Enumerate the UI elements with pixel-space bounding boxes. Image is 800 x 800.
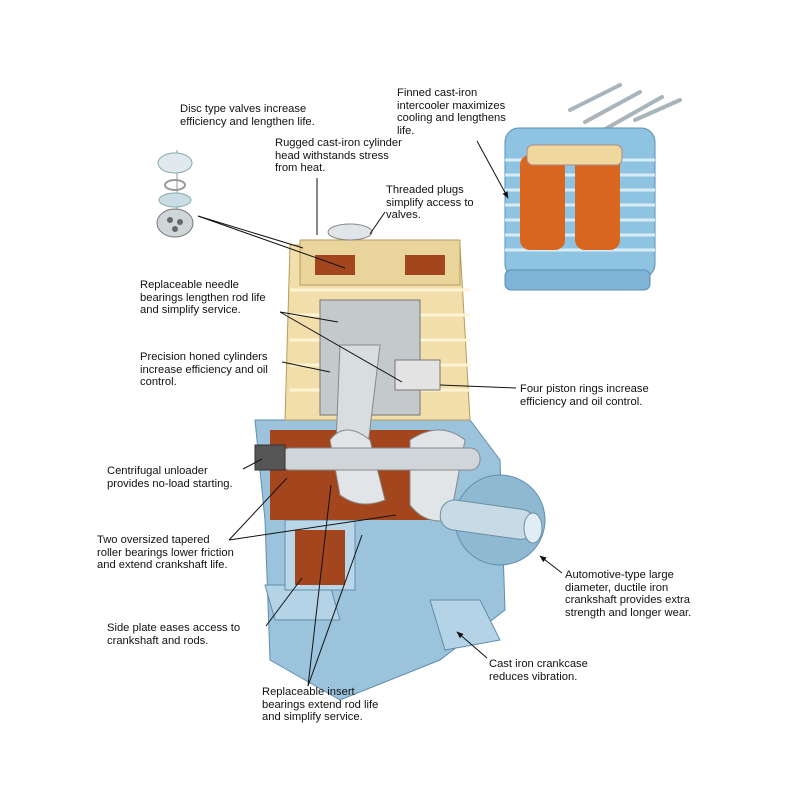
- cylinder: [284, 223, 471, 421]
- callout-threaded-plugs: Threaded plugs simplify access to valves…: [386, 184, 474, 221]
- callout-disc-valves: Disc type valves increase efficiency and…: [180, 103, 315, 128]
- crankshaft: [254, 344, 543, 544]
- callout-intercooler: Finned cast-iron intercooler maximizes c…: [397, 87, 506, 137]
- callout-piston-rings: Four piston rings increase efficiency an…: [520, 383, 649, 408]
- callout-roller-bearings: Two oversized tapered roller bearings lo…: [97, 534, 234, 571]
- leader-lines: [197, 140, 563, 687]
- callout-needle-bearings: Replaceable needle bearings lengthen rod…: [140, 279, 266, 316]
- callout-unloader: Centrifugal unloader provides no-load st…: [107, 465, 233, 490]
- callout-crankcase: Cast iron crankcase reduces vibration.: [489, 658, 588, 683]
- callout-insert-bearings: Replaceable insert bearings extend rod l…: [262, 686, 379, 723]
- callout-side-plate: Side plate eases access to crankshaft an…: [107, 622, 241, 647]
- disc-valve-parts: [156, 150, 194, 238]
- intercooler: [504, 83, 682, 291]
- callout-honed-cylinders: Precision honed cylinders increase effic…: [140, 351, 268, 388]
- callout-crankshaft: Automotive-type large diameter, ductile …: [565, 569, 692, 619]
- callout-cylinder-head: Rugged cast-iron cylinder head withstand…: [275, 137, 402, 174]
